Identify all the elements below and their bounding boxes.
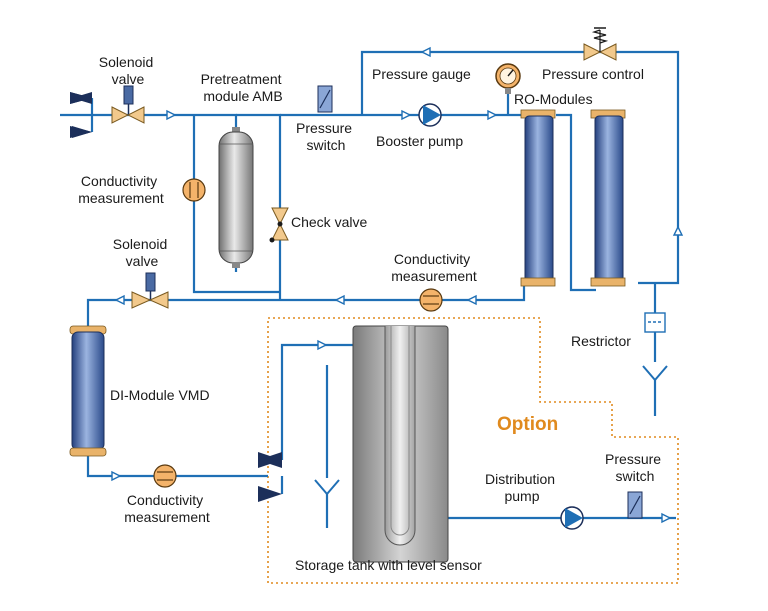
flow-arrow <box>111 470 122 482</box>
drain-outlet-right <box>642 365 668 382</box>
conductivity-meter-bottom <box>153 464 177 488</box>
option-boundary <box>267 317 679 584</box>
flow-arrow <box>420 46 431 58</box>
pretreatment-module <box>218 127 254 268</box>
flow-arrow <box>672 225 684 236</box>
booster-pump <box>418 103 442 127</box>
label-check-valve: Check valve <box>291 214 367 230</box>
solenoid-valve-mid <box>131 272 169 309</box>
label-distribution-pump: Distribution pump <box>485 471 559 504</box>
pressure-switch-top <box>317 85 333 113</box>
label-option: Option <box>497 414 558 435</box>
flow-arrow <box>114 294 125 306</box>
inlet-valve-2 <box>70 126 92 138</box>
di-module <box>69 325 107 457</box>
label-pressure-control: Pressure control <box>542 66 644 82</box>
pressure-switch-bottom <box>627 491 643 519</box>
label-pressure-switch-bottom: Pressure switch <box>605 451 665 484</box>
conductivity-meter-mid <box>419 288 443 312</box>
conductivity-meter-left <box>182 178 206 202</box>
label-solenoid-valve-top: Solenoid valve <box>99 54 157 87</box>
storage-tank <box>352 325 449 563</box>
check-valve <box>269 207 289 243</box>
flow-arrow <box>487 109 498 121</box>
flow-arrow <box>466 294 477 306</box>
label-pretreatment-module: Pretreatment module AMB <box>201 71 286 104</box>
ro-module-2 <box>590 109 626 287</box>
flow-arrows <box>111 46 684 524</box>
inlet-valve-1 <box>70 92 92 104</box>
flow-arrow <box>401 109 412 121</box>
flow-arrow <box>166 109 177 121</box>
label-pressure-switch-top: Pressure switch <box>296 120 356 153</box>
label-solenoid-valve-mid: Solenoid valve <box>113 236 171 269</box>
label-restrictor: Restrictor <box>571 333 631 349</box>
pressure-control-valve <box>583 27 617 61</box>
di-outlet-valve-1 <box>258 452 282 468</box>
di-outlet-valve-2 <box>258 486 282 502</box>
label-booster-pump: Booster pump <box>376 133 463 149</box>
label-conductivity-left: Conductivity measurement <box>78 173 164 206</box>
pressure-gauge <box>495 63 521 94</box>
flow-arrow <box>661 512 672 524</box>
label-di-module: DI-Module VMD <box>110 387 210 403</box>
restrictor <box>644 312 666 333</box>
drain-outlet-tank <box>314 479 340 496</box>
label-pressure-gauge: Pressure gauge <box>372 66 471 82</box>
label-conductivity-mid: Conductivity measurement <box>391 251 477 284</box>
label-ro-modules: RO-Modules <box>514 91 593 107</box>
flow-arrow <box>317 339 328 351</box>
label-conductivity-bottom: Conductivity measurement <box>124 492 210 525</box>
labels: Solenoid valve Pretreatment module AMB P… <box>78 54 665 573</box>
solenoid-valve-top <box>111 85 145 124</box>
ro-module-1 <box>520 109 556 287</box>
flow-arrow <box>334 294 345 306</box>
distribution-pump <box>560 506 584 530</box>
label-storage-tank: Storage tank with level sensor <box>295 557 482 573</box>
